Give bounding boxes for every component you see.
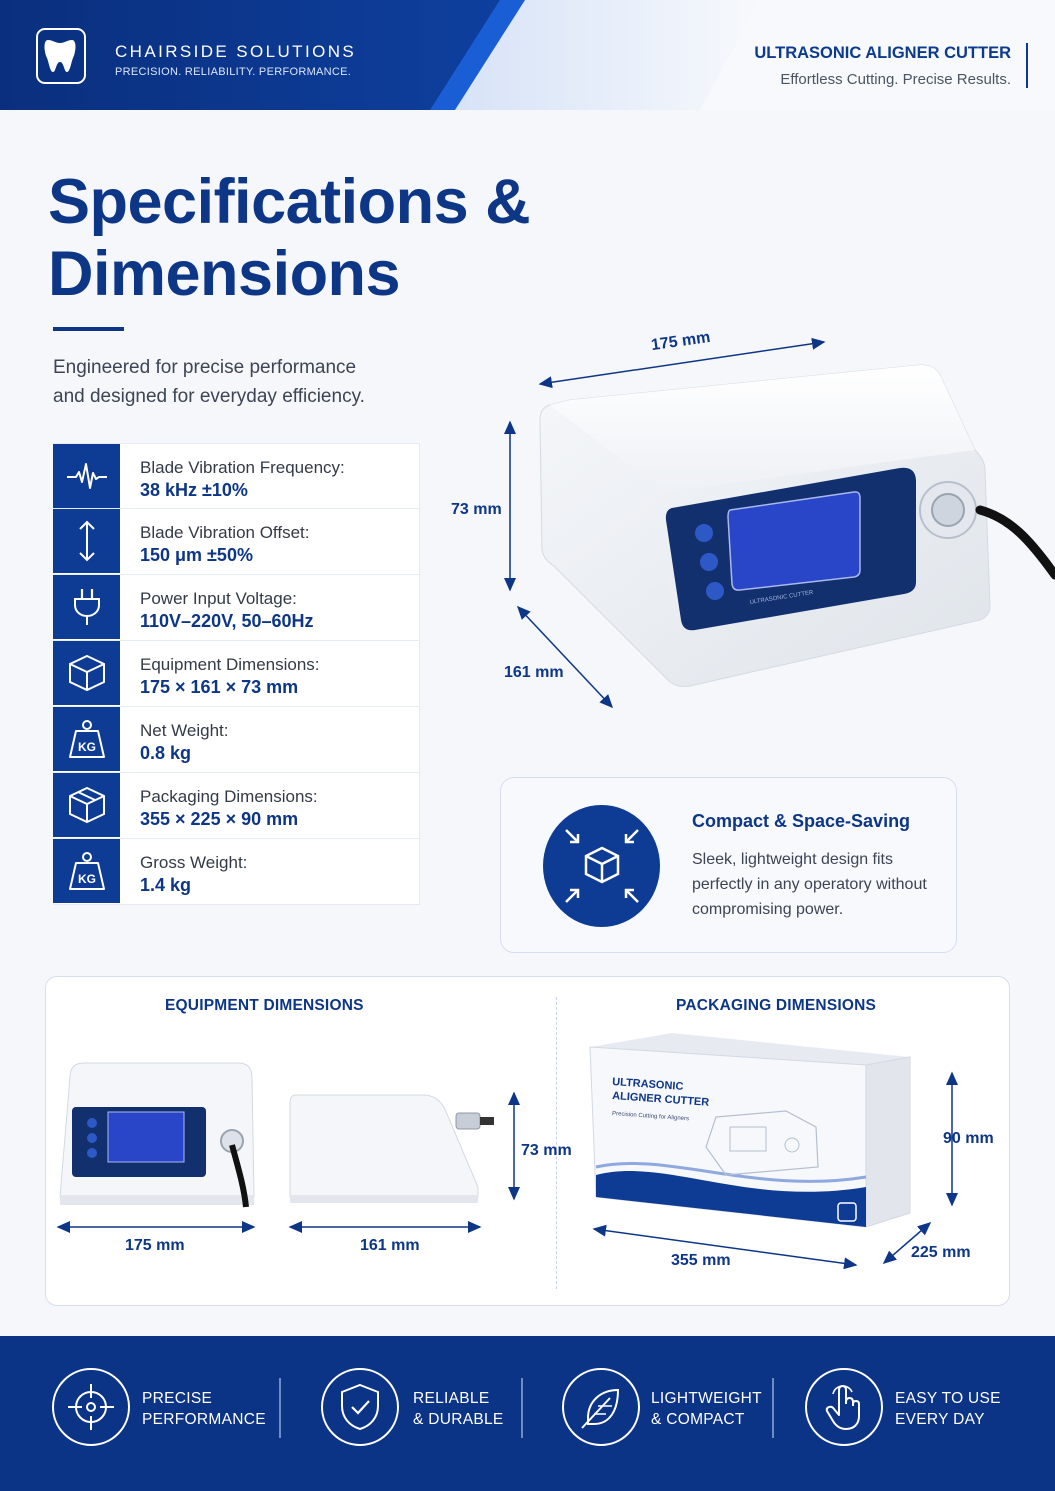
cube-icon (53, 641, 120, 705)
box-width-label: 225 mm (911, 1244, 971, 1261)
spec-label: Blade Vibration Frequency: (140, 458, 345, 477)
spec-label: Gross Weight: (140, 853, 248, 872)
feature-easy: EASY TO USE EVERY DAY (805, 1368, 1015, 1448)
product-title: ULTRASONIC ALIGNER CUTTER (754, 44, 1011, 62)
spec-row: KG Gross Weight: 1.4 kg (53, 839, 420, 905)
feature-label: LIGHTWEIGHT & COMPACT (651, 1390, 762, 1428)
kg-text: KG (78, 872, 96, 886)
footer-separator (772, 1378, 774, 1438)
side-depth-label: 161 mm (360, 1237, 420, 1254)
spec-value: 150 μm ±50% (140, 545, 253, 565)
intro-text: Engineered for precise performance and d… (53, 353, 433, 411)
spec-label: Power Input Voltage: (140, 589, 297, 608)
plus-button (700, 553, 718, 571)
footer-separator (279, 1378, 281, 1438)
spec-label: Blade Vibration Offset: (140, 523, 310, 542)
header-band (0, 0, 760, 110)
minus-button (706, 582, 724, 600)
compress-cube-icon (543, 805, 660, 927)
box-height-label: 90 mm (943, 1130, 994, 1147)
title-underline (53, 327, 124, 331)
weight-kg-icon: KG (53, 707, 120, 771)
equipment-dimensions-heading: EQUIPMENT DIMENSIONS (165, 997, 364, 1014)
feature-footer: PRECISE PERFORMANCE RELIABLE & DURABLE L… (0, 1336, 1055, 1491)
plug-icon (53, 575, 120, 639)
width-arrow (538, 337, 826, 389)
touch-hand-icon (805, 1368, 883, 1446)
front-width-label: 175 mm (125, 1237, 185, 1254)
spec-list: Blade Vibration Frequency: 38 kHz ±10% B… (53, 443, 420, 905)
spec-value: 175 × 161 × 73 mm (140, 677, 299, 697)
card-body: Sleek, lightweight design fits perfectly… (692, 851, 927, 918)
feature-label: EASY TO USE EVERY DAY (895, 1390, 1001, 1428)
device-front-view (56, 1062, 256, 1233)
spec-value: 355 × 225 × 90 mm (140, 809, 299, 829)
intro-line1: Engineered for precise performance (53, 357, 357, 378)
shield-check-icon (321, 1368, 399, 1446)
spec-label: Equipment Dimensions: (140, 655, 320, 674)
page-title: Specifications & Dimensions (48, 166, 531, 310)
feature-label: RELIABLE & DURABLE (413, 1390, 504, 1428)
device-illustration: ULTRASONIC CUTTER (504, 337, 1055, 709)
spec-value: 1.4 kg (140, 875, 192, 895)
spec-value: 38 kHz ±10% (140, 480, 248, 500)
spec-value: 110V–220V, 50–60Hz (140, 611, 314, 631)
feature-lightweight: LIGHTWEIGHT & COMPACT (562, 1368, 772, 1448)
device-top (550, 365, 975, 491)
page-title-line2: Dimensions (48, 239, 401, 309)
kg-text: KG (78, 740, 96, 754)
depth-arrow (516, 605, 614, 709)
dim-depth-label: 161 mm (504, 664, 564, 681)
intro-line2: and designed for everyday efficiency. (53, 386, 365, 407)
side-height-label: 73 mm (521, 1142, 572, 1159)
tooth-logo-icon (36, 28, 86, 84)
crosshair-icon (52, 1368, 130, 1446)
spec-row: Power Input Voltage: 110V–220V, 50–60Hz (53, 575, 420, 641)
waveform-icon (53, 444, 120, 508)
spec-row: KG Net Weight: 0.8 kg (53, 707, 420, 773)
spec-row: Blade Vibration Frequency: 38 kHz ±10% (53, 443, 420, 509)
power-button (695, 524, 713, 542)
spec-label: Net Weight: (140, 721, 229, 740)
compact-feature-card: Compact & Space-Saving Sleek, lightweigh… (500, 777, 957, 953)
device-side-view (288, 1091, 520, 1233)
footer-separator (521, 1378, 523, 1438)
feather-icon (562, 1368, 640, 1446)
box-icon (53, 773, 120, 837)
box-length-label: 355 mm (671, 1252, 731, 1269)
feature-precise: PRECISE PERFORMANCE (52, 1368, 272, 1448)
spec-label: Packaging Dimensions: (140, 787, 318, 806)
dimensions-panel: EQUIPMENT DIMENSIONS PACKAGING DIMENSION… (45, 976, 1010, 1306)
panel-divider (556, 997, 557, 1289)
page-title-line1: Specifications & (48, 167, 531, 237)
vertical-arrows-icon (53, 509, 120, 573)
device-screen (727, 491, 861, 591)
product-subtitle: Effortless Cutting. Precise Results. (780, 71, 1011, 88)
packaging-dimensions-heading: PACKAGING DIMENSIONS (676, 997, 877, 1014)
card-title: Compact & Space-Saving (692, 811, 911, 831)
weight-kg-icon: KG (53, 839, 120, 903)
brand-name: CHAIRSIDE SOLUTIONS (115, 42, 357, 61)
packaging-box: ULTRASONIC ALIGNER CUTTER Precision Cutt… (589, 1033, 958, 1270)
header-accent-bar (1026, 43, 1028, 88)
handpiece-cable (975, 505, 1055, 580)
spec-value: 0.8 kg (140, 743, 192, 763)
page-header: CHAIRSIDE SOLUTIONS PRECISION. RELIABILI… (0, 0, 1055, 110)
box-title-line1: ULTRASONIC (612, 1076, 684, 1093)
spec-row: Equipment Dimensions: 175 × 161 × 73 mm (53, 641, 420, 707)
spec-row: Blade Vibration Offset: 150 μm ±50% (53, 509, 420, 575)
dim-height-label: 73 mm (451, 501, 502, 518)
spec-row: Packaging Dimensions: 355 × 225 × 90 mm (53, 773, 420, 839)
brand-tagline: PRECISION. RELIABILITY. PERFORMANCE. (115, 66, 352, 78)
feature-label: PRECISE PERFORMANCE (142, 1390, 266, 1428)
box-subtitle: Precision Cutting for Aligners (612, 1111, 689, 1122)
feature-reliable: RELIABLE & DURABLE (321, 1368, 521, 1448)
